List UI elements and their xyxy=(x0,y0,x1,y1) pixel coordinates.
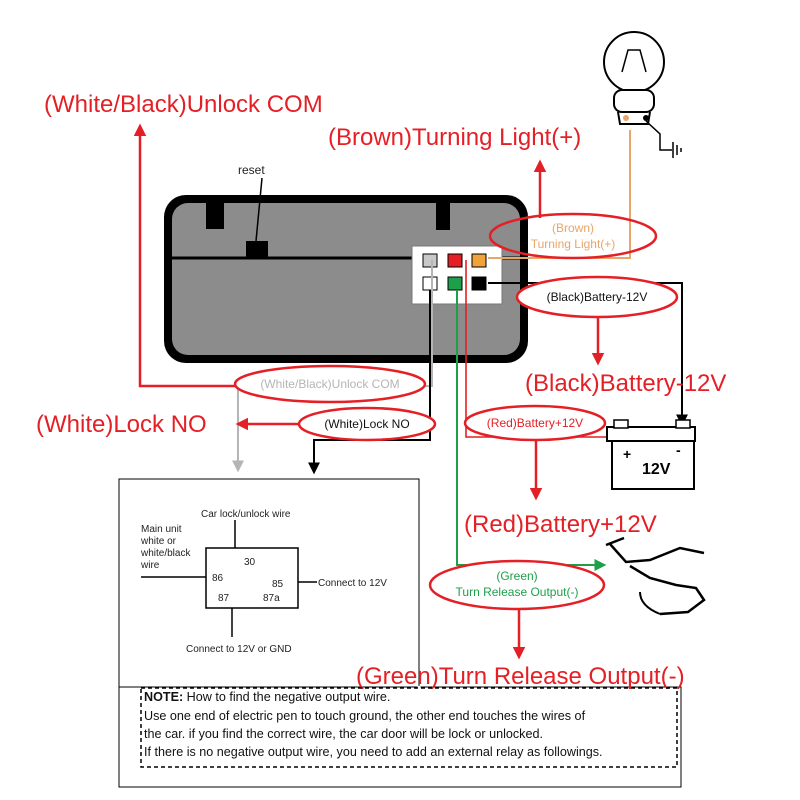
main-unit xyxy=(164,177,528,363)
relay-title: Car lock/unlock wire xyxy=(201,509,291,520)
battery-icon: + - 12V xyxy=(606,419,696,490)
unlock-com-small: (White/Black)Unlock COM xyxy=(260,377,399,391)
relay-pin-86: 86 xyxy=(212,573,224,584)
reset-label: reset xyxy=(238,163,265,177)
battery-pos-oval xyxy=(463,404,607,442)
battery-neg-small: (Black)Battery-12V xyxy=(547,290,648,304)
relay-pin-87a: 87a xyxy=(263,593,280,604)
turning-light-wire xyxy=(488,130,631,259)
unlock-com-arrow xyxy=(133,123,238,388)
turning-light-label: (Brown)Turning Light(+) xyxy=(328,124,581,151)
relay-main-unit-4: wire xyxy=(140,560,160,571)
turning-light-small-2: Turning Light(+) xyxy=(531,237,616,251)
battery-neg-oval xyxy=(515,275,679,319)
note-line-4: If there is no negative output wire, you… xyxy=(144,745,603,759)
relay-pin-30: 30 xyxy=(244,557,256,568)
ground-icon xyxy=(672,142,682,158)
relay-main-unit-1: Main unit xyxy=(141,524,182,535)
relay-diagram: Car lock/unlock wire Main unit white or … xyxy=(140,509,387,655)
note-line-2: Use one end of electric pen to touch gro… xyxy=(144,709,586,723)
svg-text:-: - xyxy=(676,442,681,458)
green-oval xyxy=(428,559,606,611)
lock-no-oval xyxy=(297,406,437,442)
note-line-1-text: How to find the negative output wire. xyxy=(183,690,390,704)
lock-no-label: (White)Lock NO xyxy=(36,411,207,438)
green-small-1: (Green) xyxy=(496,569,537,583)
relay-pin-87: 87 xyxy=(218,593,230,604)
note-line-3: the car. if you find the correct wire, t… xyxy=(144,727,543,741)
note-line-1: NOTE: How to find the negative output wi… xyxy=(144,690,390,704)
bulb-icon xyxy=(603,31,672,151)
battery-neg-label: (Black)Battery-12V xyxy=(525,370,726,397)
unlock-com-oval xyxy=(233,364,427,404)
relay-main-unit-2: white or xyxy=(140,536,177,547)
lock-no-small: (White)Lock NO xyxy=(324,417,409,431)
turning-light-oval xyxy=(488,212,658,260)
green-label: (Green)Turn Release Output(-) xyxy=(356,663,685,690)
battery-pos-label: (Red)Battery+12V xyxy=(464,511,657,538)
svg-text:+: + xyxy=(623,446,631,462)
green-small-2: Turn Release Output(-) xyxy=(456,585,579,599)
relay-connect-12v: Connect to 12V xyxy=(318,578,387,589)
note-box-outer xyxy=(118,686,682,788)
car-door-icon xyxy=(605,536,706,616)
relay-main-unit-3: white/black xyxy=(140,548,191,559)
unlock-com-label: (White/Black)Unlock COM xyxy=(44,91,323,118)
relay-pin-85: 85 xyxy=(272,579,284,590)
reset-button[interactable] xyxy=(246,241,268,259)
battery-voltage: 12V xyxy=(642,461,671,478)
battery-pos-small: (Red)Battery+12V xyxy=(487,416,583,430)
note-box xyxy=(140,687,678,768)
turning-light-small-1: (Brown) xyxy=(552,221,594,235)
relay-connect-12v-gnd: Connect to 12V or GND xyxy=(186,644,292,655)
relay-box xyxy=(205,547,299,609)
unit-tab xyxy=(206,203,224,229)
note-heading: NOTE: xyxy=(144,690,183,704)
